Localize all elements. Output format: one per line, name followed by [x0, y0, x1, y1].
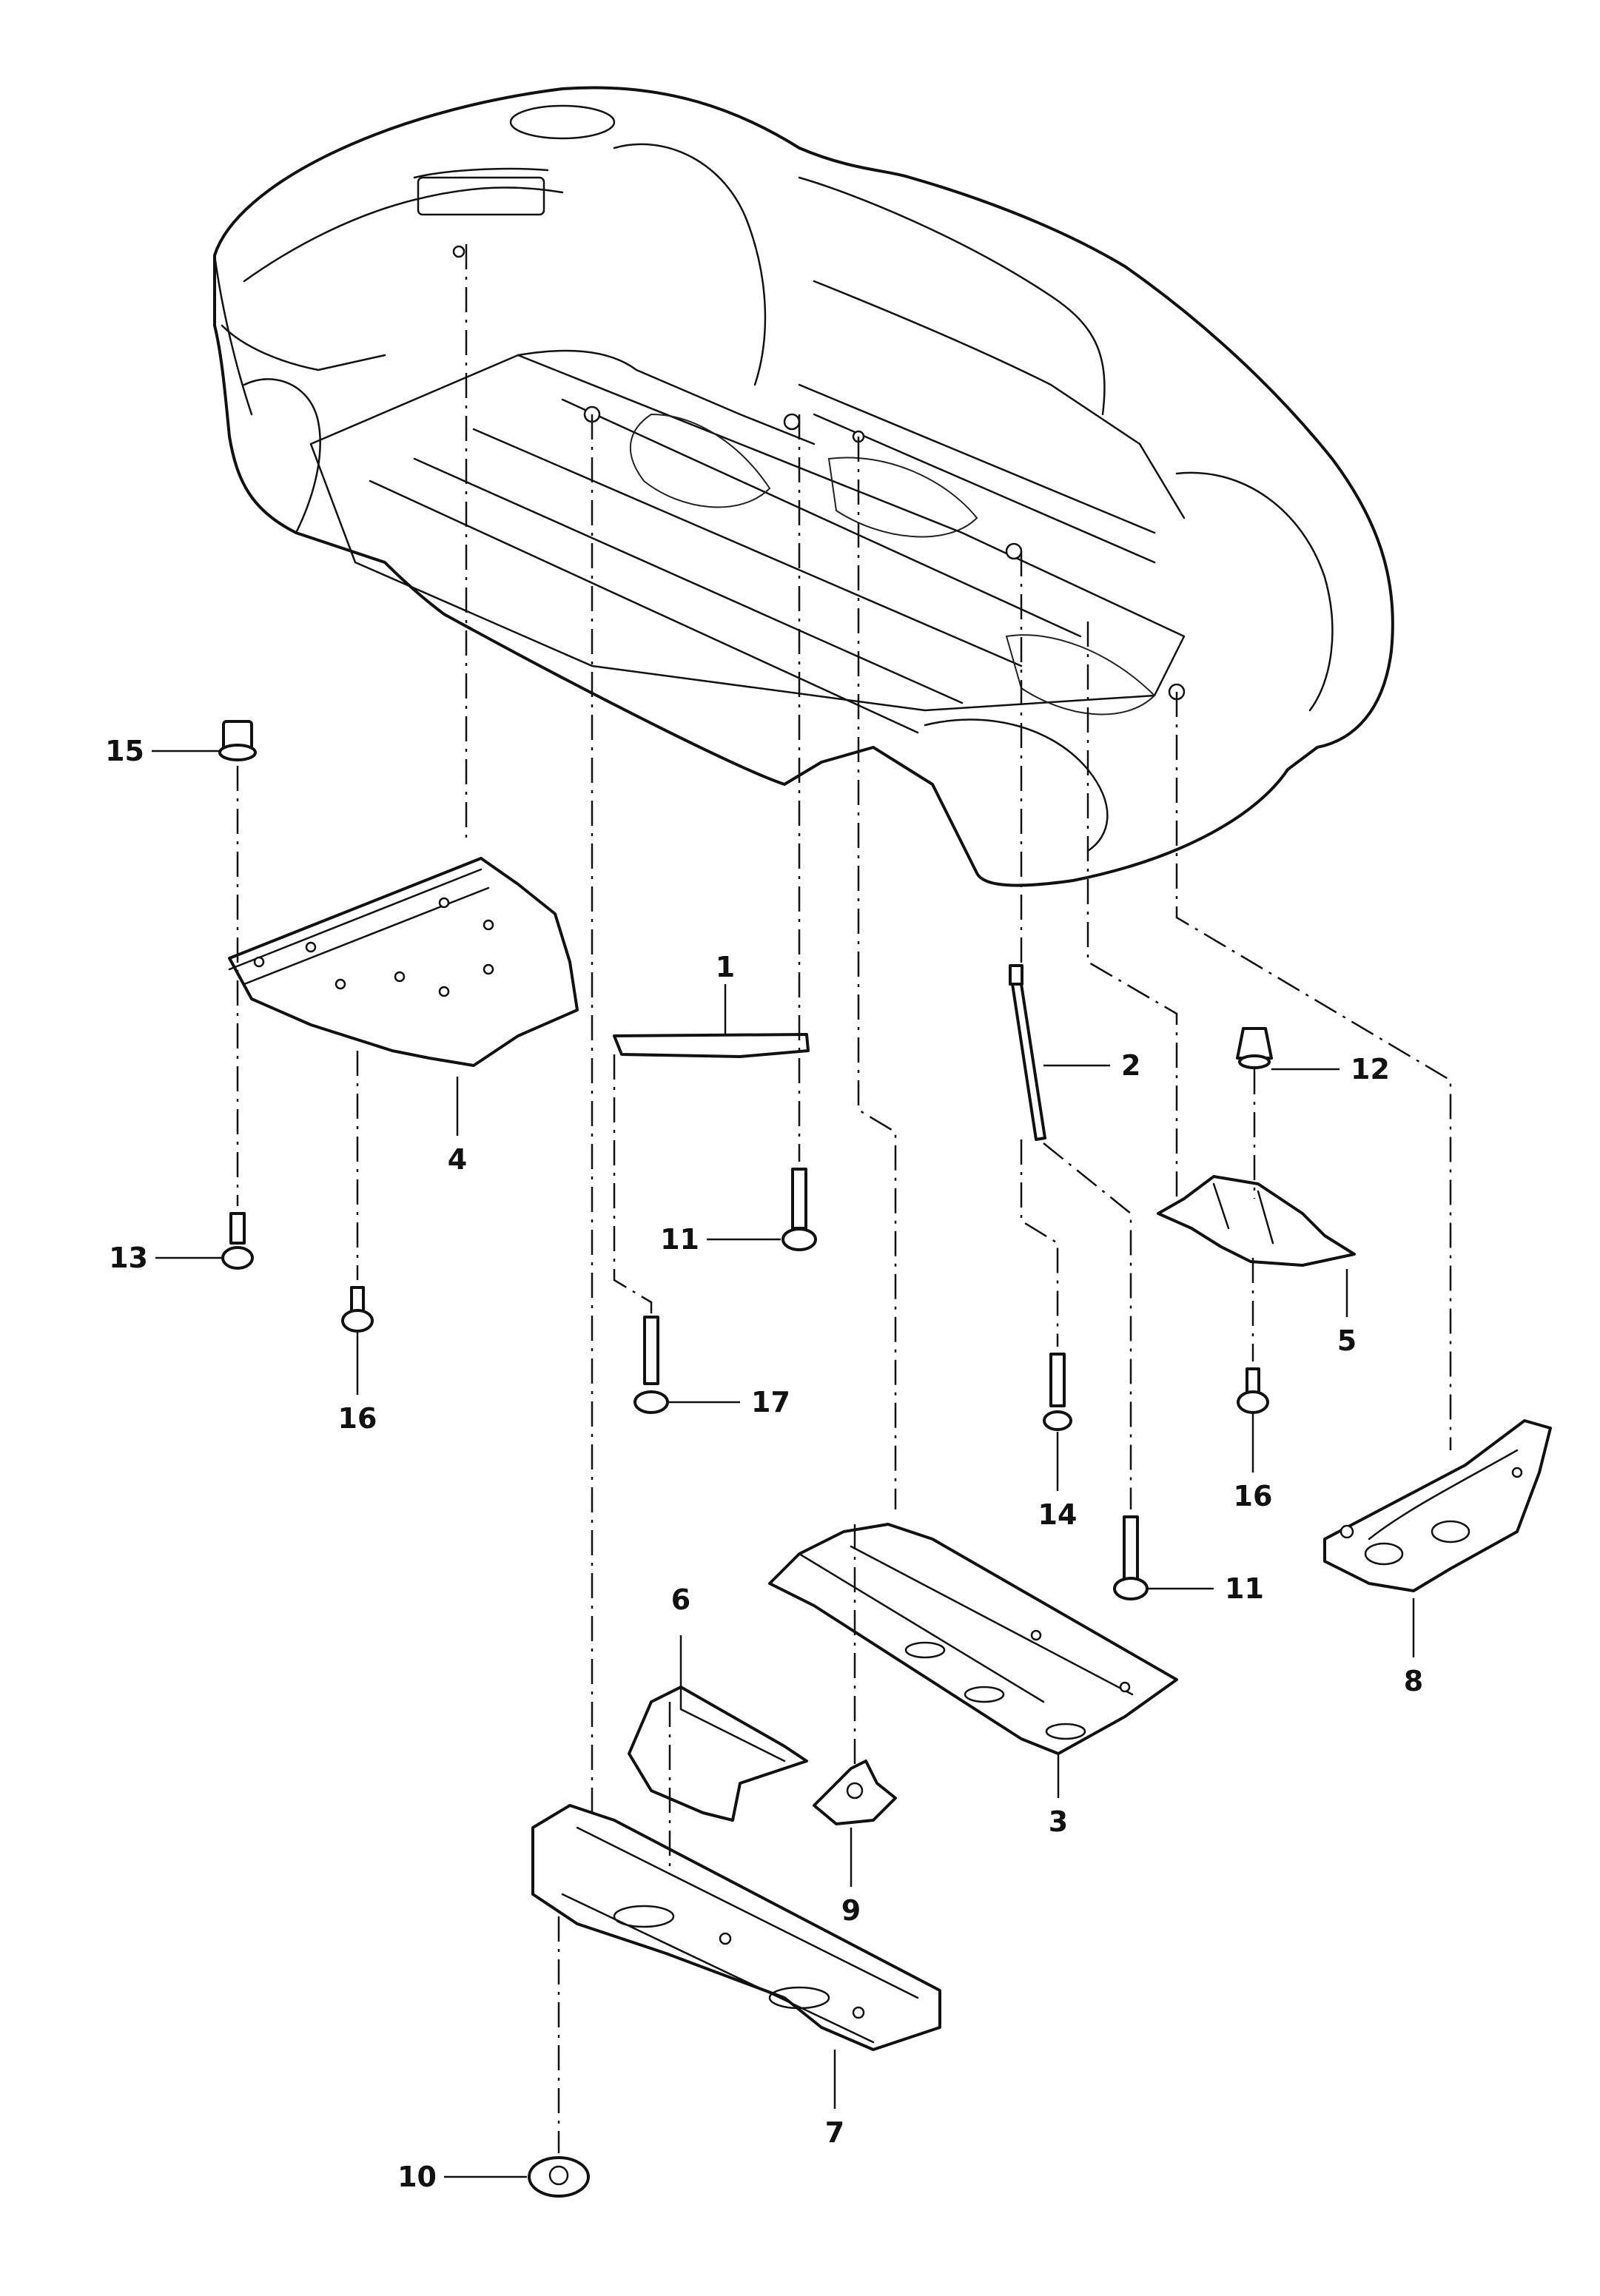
callout-7: 7: [825, 2116, 844, 2149]
callout-10: 10: [397, 2161, 437, 2193]
callout-9: 9: [841, 1894, 861, 1927]
callout-labels: 1 2 3 4 5 6 7 8 9 10 11 11 12 13 14 15 1…: [105, 735, 1423, 2193]
part-2-strut: [1009, 964, 1046, 1141]
fastener-14-bolt: [1043, 1353, 1072, 1431]
part-3-tunnel-cover: [768, 1523, 1178, 1755]
fastener-17-bolt: [633, 1316, 669, 1414]
assembly-lines: [236, 244, 1452, 2153]
fastener-16-bolt-right: [1237, 1367, 1269, 1414]
fastener-15-nut: [218, 720, 257, 761]
fastener-10-washer: [528, 2156, 590, 2198]
part-4-underbody-cover-rear: [228, 857, 579, 1067]
callout-4: 4: [448, 1143, 467, 1176]
fastener-12-nut: [1236, 1027, 1273, 1069]
fastener-13-bolt: [221, 1212, 254, 1270]
callout-5: 5: [1337, 1324, 1357, 1357]
callout-16-left: 16: [338, 1402, 377, 1435]
callout-2: 2: [1121, 1049, 1140, 1082]
part-7-front-underbody-cover: [531, 1804, 941, 2051]
part-8-underbody-cover: [1323, 1419, 1552, 1592]
callout-11-upper: 11: [660, 1223, 699, 1256]
part-1-trim-strip: [613, 1033, 810, 1058]
fastener-11-bolt-upper: [781, 1168, 817, 1251]
callout-16-right: 16: [1234, 1480, 1273, 1512]
fastener-11-bolt-lower: [1113, 1515, 1149, 1600]
callout-11-lower: 11: [1225, 1572, 1264, 1605]
leader-lines: [152, 750, 1415, 2178]
car-body-underside: [213, 86, 1394, 887]
callout-8: 8: [1404, 1665, 1423, 1697]
fastener-16-bolt-left: [341, 1286, 374, 1333]
callout-6: 6: [671, 1583, 690, 1616]
callout-17: 17: [751, 1386, 790, 1418]
callout-14: 14: [1038, 1498, 1078, 1531]
callout-13: 13: [109, 1242, 148, 1274]
part-5-heat-shield: [1157, 1175, 1356, 1267]
callout-3: 3: [1049, 1805, 1068, 1838]
callout-15: 15: [105, 735, 144, 767]
callout-1: 1: [716, 951, 735, 983]
part-6-bracket-shield: [628, 1686, 808, 1822]
callout-12: 12: [1351, 1053, 1390, 1085]
part-9-clip: [813, 1760, 897, 1825]
